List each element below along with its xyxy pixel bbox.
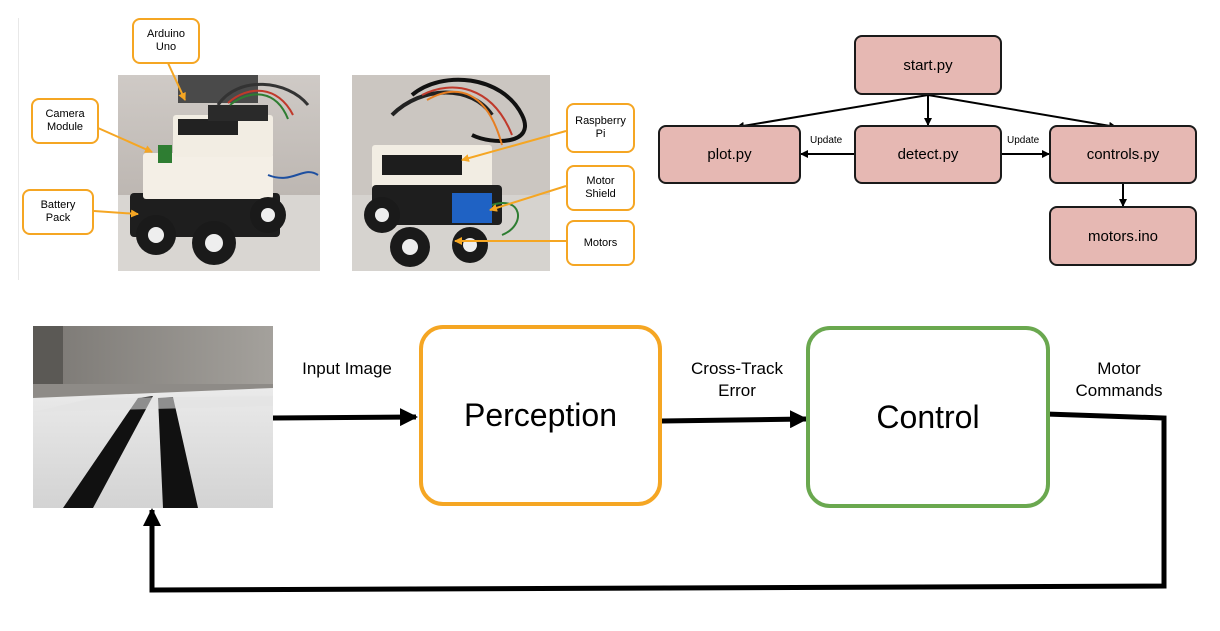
label-cross-track-error: Cross-Track Error [691, 359, 783, 400]
block-perception: Perception [419, 325, 662, 506]
node-start-py: start.py [854, 35, 1002, 95]
callout-arduino-uno: Arduino Uno [132, 18, 200, 64]
track-input-image [33, 326, 273, 508]
node-motors-ino: motors.ino [1049, 206, 1197, 266]
callout-battery-pack: Battery Pack [22, 189, 94, 235]
node-controls-py: controls.py [1049, 125, 1197, 184]
callout-raspberry-pi: Raspberry Pi [566, 103, 635, 153]
left-edge-divider [18, 18, 19, 280]
node-plot-py: plot.py [658, 125, 801, 184]
callout-motors: Motors [566, 220, 635, 266]
robot-photo-side [352, 75, 550, 271]
node-detect-py: detect.py [854, 125, 1002, 184]
callout-camera-module: Camera Module [31, 98, 99, 144]
label-motor-commands: Motor Commands [1075, 359, 1163, 400]
edge-label-update-right: Update [1007, 135, 1040, 146]
edge-label-update-left: Update [810, 135, 843, 146]
label-input-image: Input Image [302, 359, 392, 378]
block-control: Control [806, 326, 1050, 508]
callout-motor-shield: Motor Shield [566, 165, 635, 211]
robot-photo-front [118, 75, 320, 271]
